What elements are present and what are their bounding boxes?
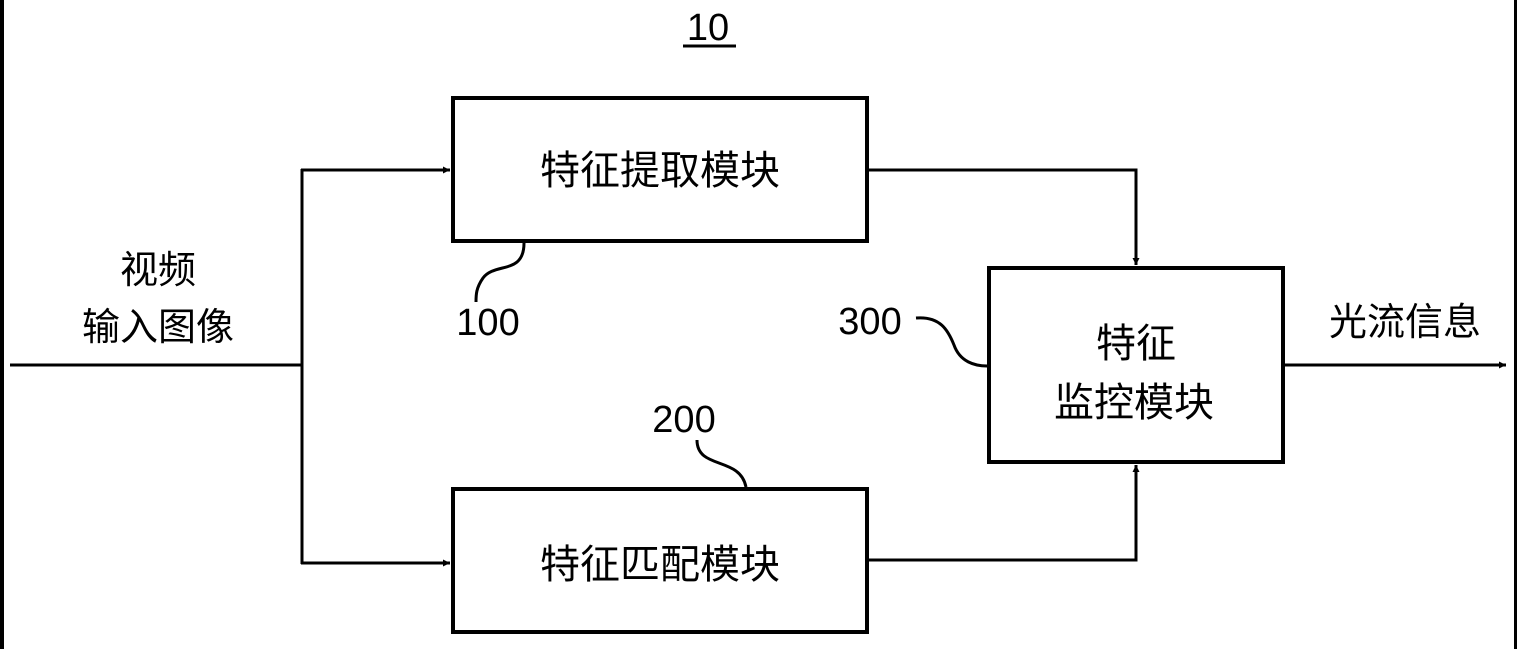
- ref-label-200: 200: [652, 399, 715, 441]
- left-frame-border: [0, 0, 4, 649]
- module-100-box: [451, 96, 869, 243]
- module-100-label: 特征提取模块: [540, 148, 780, 194]
- output-label: 光流信息: [1329, 300, 1481, 344]
- input-label-line1: 视频: [120, 248, 196, 292]
- module-200-box: [451, 487, 869, 634]
- leader-line-200: [695, 439, 748, 488]
- module-200-feature-matching: 特征匹配模块: [451, 487, 869, 634]
- module-200-label: 特征匹配模块: [540, 542, 780, 588]
- ref-label-300: 300: [838, 301, 901, 343]
- right-frame-border: [1514, 0, 1517, 649]
- figure-label: 10: [687, 7, 729, 49]
- leader-line-300: [915, 316, 988, 368]
- module-300-box: [987, 266, 1285, 464]
- leader-line-100: [474, 242, 526, 303]
- module-300-feature-monitoring: 特征 监控模块: [987, 266, 1285, 464]
- module-300-label-line1: 特征: [1096, 321, 1176, 367]
- module-300-label-line2: 监控模块: [1054, 380, 1214, 426]
- input-label-line2: 输入图像: [82, 305, 234, 349]
- ref-label-100: 100: [456, 302, 519, 344]
- arrow-100-to-300: [869, 168, 1140, 265]
- module-100-feature-extraction: 特征提取模块: [451, 96, 869, 243]
- arrow-200-to-300: [869, 465, 1140, 562]
